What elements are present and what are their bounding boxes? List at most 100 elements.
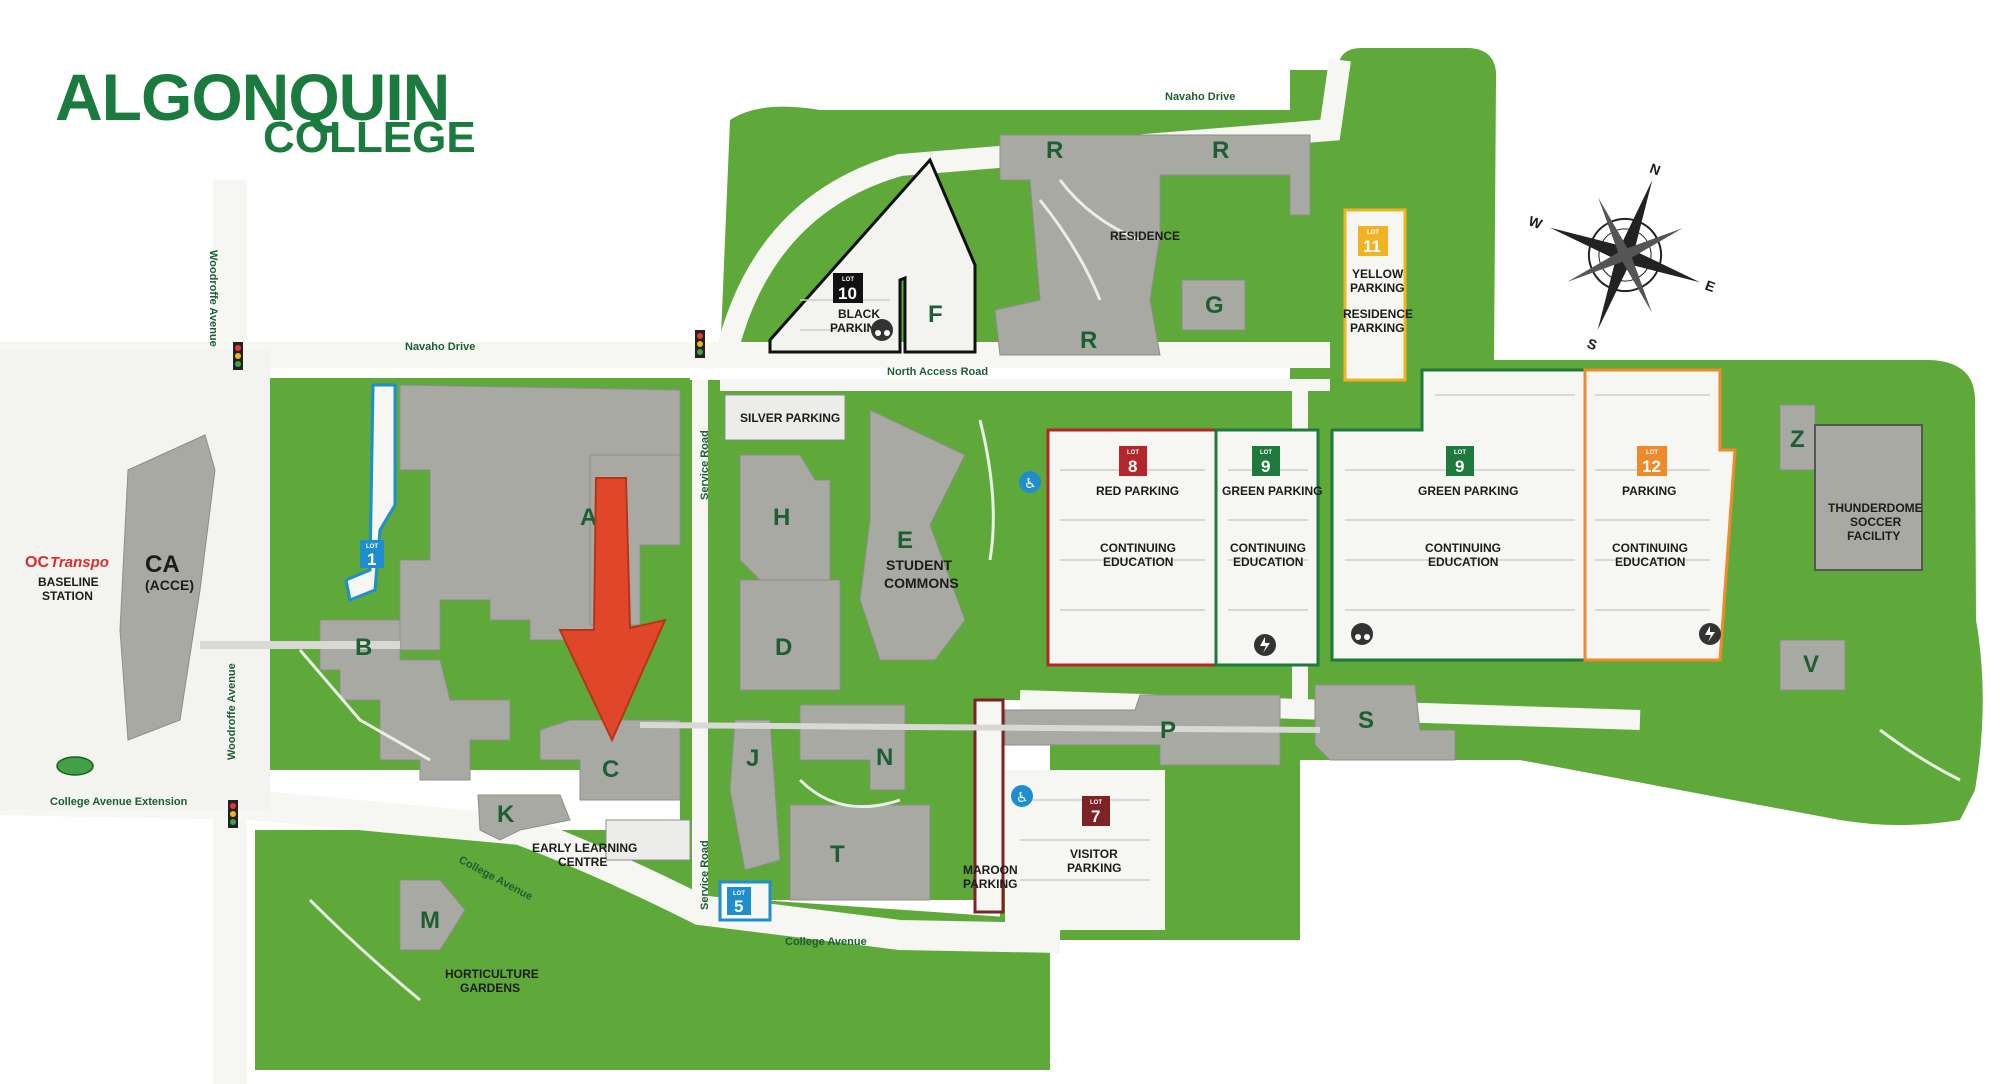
- location-arrow-icon: [558, 477, 667, 743]
- lot-badge-9b: LOT 9: [1446, 446, 1474, 476]
- algonquin-logo: ALGONQUIN COLLEGE: [55, 60, 476, 162]
- building-label-R2: R: [1212, 137, 1229, 164]
- horticulture-1: HORTICULTURE: [445, 967, 539, 981]
- lot-badge-1: LOT 1: [360, 540, 384, 569]
- road-navaho-left: Navaho Drive: [405, 341, 475, 353]
- motorcycle-parking-icon: [1351, 623, 1373, 645]
- compass-n: N: [1648, 160, 1663, 178]
- building-label-G: G: [1205, 292, 1224, 319]
- accessible-parking-icon: ♿: [1019, 471, 1041, 493]
- ce-lot9b-1: CONTINUING: [1425, 541, 1501, 555]
- road-service-bottom: Service Road: [699, 840, 711, 910]
- svg-text:9: 9: [1261, 457, 1270, 476]
- motorcycle-parking-icon: [871, 319, 893, 341]
- svg-text:7: 7: [1091, 807, 1100, 826]
- road-woodroffe-bottom: Woodroffe Avenue: [226, 663, 238, 760]
- building-label-S: S: [1358, 707, 1374, 734]
- black-parking-1: BLACK: [838, 307, 880, 321]
- building-label-Z: Z: [1790, 426, 1805, 453]
- building-label-E: E: [897, 527, 913, 554]
- ce-lot9a-1: CONTINUING: [1230, 541, 1306, 555]
- compass-rose-icon: N S E W: [1526, 160, 1717, 353]
- building-label-A: A: [580, 504, 597, 531]
- building-CA: [119, 434, 216, 741]
- lot-badge-9a: LOT 9: [1252, 446, 1280, 476]
- green-parking-label-a: GREEN PARKING: [1222, 484, 1322, 498]
- ev-charging-icon: [1254, 634, 1276, 656]
- building-labels: A B C CA (ACCE) D E STUDENT COMMONS F G …: [145, 137, 1819, 934]
- building-label-CA: CA: [145, 551, 180, 578]
- parking-lots: [344, 157, 1737, 930]
- compass-s: S: [1585, 335, 1599, 353]
- visitor-parking-1: VISITOR: [1070, 847, 1118, 861]
- residence-parking-1: RESIDENCE: [1343, 307, 1413, 321]
- red-parking-label: RED PARKING: [1096, 484, 1179, 498]
- svg-text:12: 12: [1642, 457, 1661, 476]
- lot-badge-7: LOT 7: [1082, 796, 1110, 826]
- early-learning-1: EARLY LEARNING: [532, 841, 637, 855]
- place-labels: RESIDENCE SILVER PARKING OC Transpo BASE…: [25, 229, 1923, 995]
- walkways: [200, 179, 1961, 1002]
- road-woodroffe-top: Woodroffe Avenue: [207, 250, 219, 347]
- yellow-parking-1: YELLOW: [1352, 267, 1404, 281]
- svg-text:LOT: LOT: [1367, 230, 1379, 236]
- baseline-station-1: BASELINE: [38, 575, 99, 589]
- oc-transpo-word: Transpo: [50, 554, 109, 571]
- vanier-bus-icon: [56, 756, 94, 776]
- thunderdome-2: SOCCER: [1850, 515, 1902, 529]
- svg-text:LOT: LOT: [1260, 450, 1272, 456]
- lot-badge-11: LOT 11: [1358, 226, 1388, 256]
- accessible-parking-icon: ♿: [1011, 785, 1033, 807]
- baseline-station-2: STATION: [42, 589, 93, 603]
- logo-line1: ALGONQUIN: [55, 60, 449, 134]
- svg-text:1: 1: [367, 550, 376, 569]
- building-label-N: N: [876, 744, 893, 771]
- building-label-E-sub1: STUDENT: [886, 557, 953, 573]
- svg-text:LOT: LOT: [366, 544, 378, 550]
- maroon-parking-2: PARKING: [963, 877, 1017, 891]
- svg-text:LOT: LOT: [733, 891, 745, 897]
- compass-w: W: [1526, 213, 1545, 233]
- oc-transpo-oc: OC: [25, 554, 49, 571]
- horticulture-2: GARDENS: [460, 981, 520, 995]
- building-label-R3: R: [1080, 327, 1097, 354]
- svg-text:LOT: LOT: [1127, 450, 1139, 456]
- building-label-T: T: [830, 841, 845, 868]
- lot-badge-8: LOT 8: [1119, 446, 1147, 476]
- traffic-light-icon: [228, 800, 238, 828]
- thunderdome-1: THUNDERDOME: [1828, 501, 1923, 515]
- road-service-top: Service Road: [699, 430, 711, 500]
- residence-label: RESIDENCE: [1110, 229, 1180, 243]
- lot-badge-12: LOT 12: [1637, 446, 1667, 476]
- building-label-R1: R: [1046, 137, 1063, 164]
- building-label-E-sub2: COMMONS: [884, 575, 959, 591]
- early-learning-2: CENTRE: [558, 855, 607, 869]
- ce-lot12-2: EDUCATION: [1615, 555, 1685, 569]
- building-label-H: H: [773, 504, 790, 531]
- traffic-light-icon: [233, 342, 243, 370]
- svg-text:8: 8: [1128, 457, 1137, 476]
- building-label-J: J: [746, 745, 759, 772]
- ev-charging-icon: [1699, 623, 1721, 645]
- building-label-M: M: [420, 907, 440, 934]
- building-label-F: F: [928, 301, 943, 328]
- building-label-K: K: [497, 801, 515, 828]
- building-label-V: V: [1803, 651, 1819, 678]
- building-label-C: C: [602, 756, 619, 783]
- svg-text:♿: ♿: [1016, 790, 1029, 806]
- green-parking-label-b: GREEN PARKING: [1418, 484, 1518, 498]
- parking-12-label: PARKING: [1622, 484, 1676, 498]
- building-label-P: P: [1160, 717, 1176, 744]
- lot-badges: LOT 1 LOT 5 LOT 7 LOT 8 LOT 9 LOT 9: [360, 226, 1667, 916]
- visitor-parking-2: PARKING: [1067, 861, 1121, 875]
- road-navaho-top: Navaho Drive: [1165, 91, 1235, 103]
- logo-line2: COLLEGE: [263, 113, 476, 162]
- svg-text:5: 5: [734, 897, 743, 916]
- svg-text:10: 10: [838, 284, 857, 303]
- building-label-B: B: [355, 634, 372, 661]
- road-college-ext: College Avenue Extension: [50, 796, 188, 808]
- ce-lot9a-2: EDUCATION: [1233, 555, 1303, 569]
- ce-lot9b-2: EDUCATION: [1428, 555, 1498, 569]
- lot-badge-5: LOT 5: [727, 887, 751, 916]
